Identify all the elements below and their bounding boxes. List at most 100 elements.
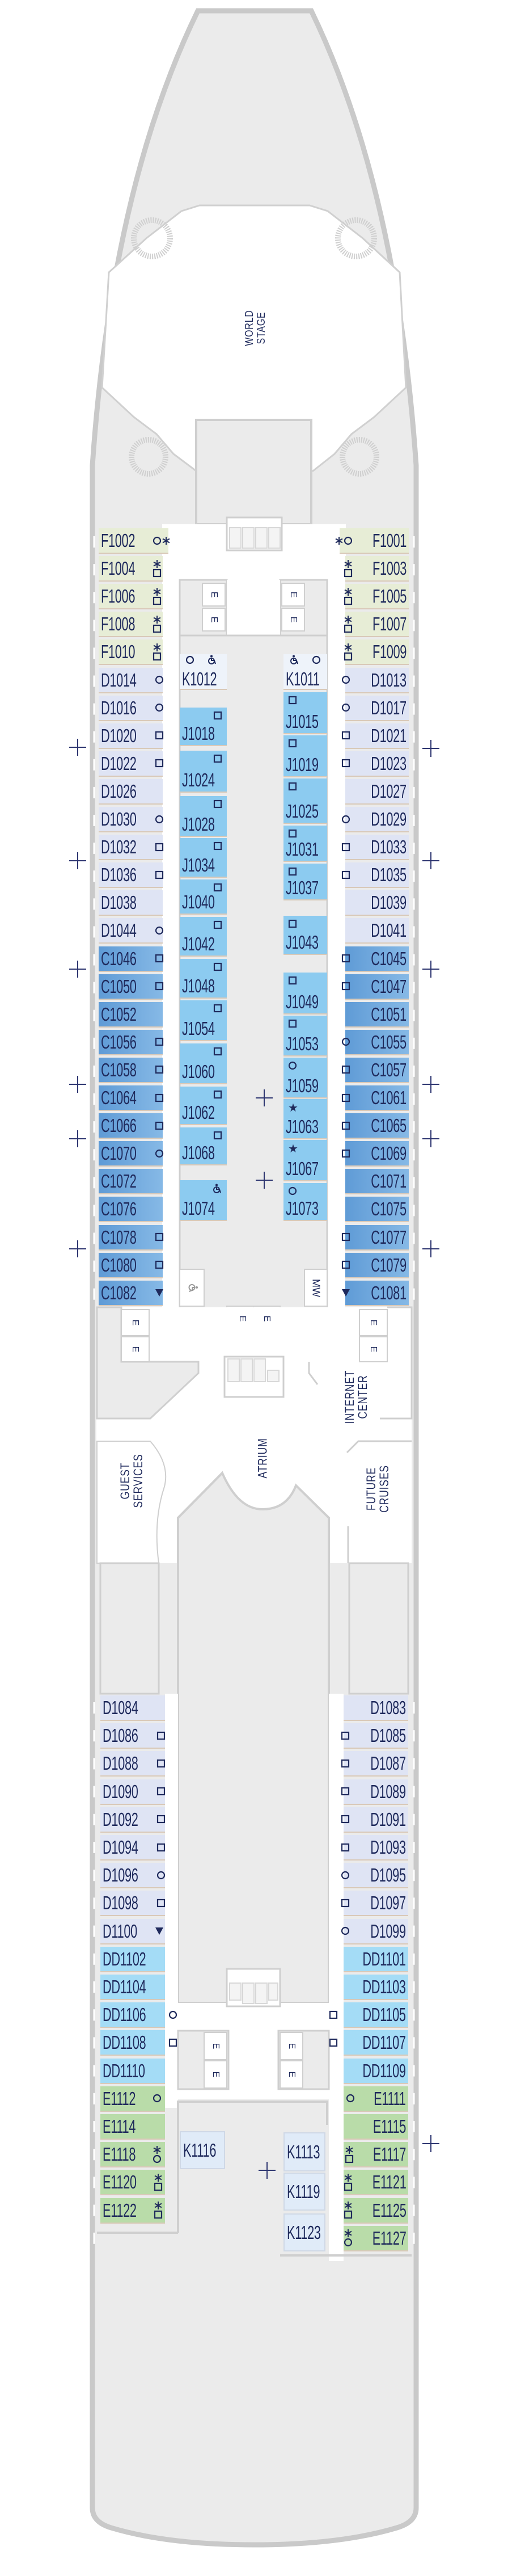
cabin-D1088[interactable]: D1088 xyxy=(100,1751,165,1777)
cabin-C1069[interactable]: C1069 xyxy=(342,1141,409,1167)
cabin-C1080[interactable]: C1080 xyxy=(99,1252,163,1278)
cabin-DD1107[interactable]: DD1107 xyxy=(329,2030,408,2056)
cabin-C1070[interactable]: C1070 xyxy=(99,1141,163,1167)
cabin-E1120[interactable]: E1120 xyxy=(100,2170,165,2196)
cabin-C1046[interactable]: C1046 xyxy=(99,946,163,972)
cabin-DD1103[interactable]: DD1103 xyxy=(344,1975,408,2000)
cabin-J1054[interactable]: J1054 xyxy=(180,1000,227,1041)
cabin-D1089[interactable]: D1089 xyxy=(341,1779,408,1805)
cabin-K1119[interactable]: K1119 xyxy=(283,2173,325,2211)
cabin-J1040[interactable]: J1040 xyxy=(180,879,227,915)
cabin-E1125[interactable]: E1125 xyxy=(344,2198,408,2224)
cabin-DD1101[interactable]: DD1101 xyxy=(344,1946,408,1972)
cabin-F1009[interactable]: F1009 xyxy=(344,639,409,666)
cabin-DD1110[interactable]: DD1110 xyxy=(100,2058,165,2084)
cabin-J1049[interactable]: J1049 xyxy=(283,973,327,1015)
cabin-F1006[interactable]: F1006 xyxy=(99,584,163,610)
cabin-DD1102[interactable]: DD1102 xyxy=(100,1946,165,1972)
cabin-D1027[interactable]: D1027 xyxy=(345,778,409,805)
cabin-D1026[interactable]: D1026 xyxy=(99,778,163,805)
cabin-J1063[interactable]: ★J1063 xyxy=(283,1099,327,1139)
cabin-DD1105[interactable]: DD1105 xyxy=(329,2002,408,2028)
cabin-D1097[interactable]: D1097 xyxy=(341,1891,408,1917)
cabin-D1083[interactable]: D1083 xyxy=(344,1695,408,1721)
cabin-C1057[interactable]: C1057 xyxy=(342,1057,409,1083)
cabin-D1085[interactable]: D1085 xyxy=(341,1723,408,1749)
cabin-D1032[interactable]: D1032 xyxy=(99,835,163,861)
cabin-J1037[interactable]: J1037 xyxy=(283,864,327,900)
cabin-J1018[interactable]: J1018 xyxy=(180,708,227,746)
cabin-E1115[interactable]: E1115 xyxy=(344,2114,408,2140)
cabin-F1010[interactable]: F1010 xyxy=(99,639,163,666)
cabin-J1067[interactable]: ★J1067 xyxy=(283,1140,327,1181)
cabin-F1004[interactable]: F1004 xyxy=(99,556,163,582)
cabin-F1008[interactable]: F1008 xyxy=(99,612,163,638)
cabin-C1071[interactable]: C1071 xyxy=(345,1169,409,1195)
cabin-C1082[interactable]: C1082 xyxy=(99,1280,163,1306)
cabin-K1113[interactable]: K1113 xyxy=(283,2132,325,2171)
cabin-J1042[interactable]: J1042 xyxy=(180,917,227,957)
cabin-D1087[interactable]: D1087 xyxy=(341,1751,408,1777)
cabin-DD1106[interactable]: DD1106 xyxy=(100,2002,177,2028)
cabin-C1079[interactable]: C1079 xyxy=(342,1252,409,1278)
cabin-F1007[interactable]: F1007 xyxy=(344,612,409,638)
cabin-DD1108[interactable]: DD1108 xyxy=(100,2030,177,2056)
cabin-F1002[interactable]: F1002 xyxy=(99,528,170,554)
cabin-D1023[interactable]: D1023 xyxy=(342,751,409,777)
cabin-E1111[interactable]: E1111 xyxy=(344,2086,408,2112)
cabin-K1116[interactable]: K1116 xyxy=(180,2131,225,2169)
cabin-C1075[interactable]: C1075 xyxy=(345,1197,409,1223)
cabin-D1029[interactable]: D1029 xyxy=(342,807,409,832)
cabin-D1044[interactable]: D1044 xyxy=(99,918,163,944)
cabin-D1094[interactable]: D1094 xyxy=(100,1835,165,1861)
cabin-K1011[interactable]: K1011 xyxy=(283,654,327,690)
cabin-J1024[interactable]: J1024 xyxy=(180,751,227,793)
cabin-D1020[interactable]: D1020 xyxy=(99,723,163,749)
cabin-D1084[interactable]: D1084 xyxy=(100,1695,165,1721)
cabin-C1077[interactable]: C1077 xyxy=(342,1224,409,1251)
cabin-C1081[interactable]: C1081 xyxy=(342,1280,409,1306)
cabin-D1098[interactable]: D1098 xyxy=(100,1891,165,1917)
cabin-D1035[interactable]: D1035 xyxy=(342,862,409,889)
cabin-D1100[interactable]: D1100 xyxy=(100,1918,165,1944)
cabin-E1112[interactable]: E1112 xyxy=(100,2086,165,2112)
cabin-E1118[interactable]: E1118 xyxy=(100,2142,165,2168)
cabin-J1073[interactable]: J1073 xyxy=(283,1183,327,1221)
cabin-J1031[interactable]: J1031 xyxy=(283,826,327,862)
cabin-J1028[interactable]: J1028 xyxy=(180,796,227,837)
cabin-C1045[interactable]: C1045 xyxy=(342,946,409,972)
cabin-C1066[interactable]: C1066 xyxy=(99,1113,163,1139)
cabin-E1114[interactable]: E1114 xyxy=(100,2114,165,2140)
cabin-D1091[interactable]: D1091 xyxy=(341,1807,408,1833)
cabin-J1015[interactable]: J1015 xyxy=(283,692,327,734)
cabin-J1043[interactable]: J1043 xyxy=(283,916,327,955)
cabin-D1016[interactable]: D1016 xyxy=(99,695,163,721)
cabin-J1074[interactable]: J1074 xyxy=(180,1180,227,1221)
cabin-D1036[interactable]: D1036 xyxy=(99,862,163,889)
cabin-K1012[interactable]: K1012 xyxy=(180,654,227,690)
cabin-C1056[interactable]: C1056 xyxy=(99,1029,163,1055)
cabin-D1017[interactable]: D1017 xyxy=(342,695,409,721)
cabin-J1034[interactable]: J1034 xyxy=(180,838,227,878)
cabin-J1062[interactable]: J1062 xyxy=(180,1087,227,1125)
cabin-D1014[interactable]: D1014 xyxy=(99,667,163,693)
cabin-C1051[interactable]: C1051 xyxy=(345,1001,409,1028)
cabin-F1001[interactable]: F1001 xyxy=(335,528,409,554)
cabin-C1050[interactable]: C1050 xyxy=(99,974,163,1000)
cabin-D1022[interactable]: D1022 xyxy=(99,751,163,777)
cabin-F1005[interactable]: F1005 xyxy=(344,584,409,610)
cabin-J1068[interactable]: J1068 xyxy=(180,1127,227,1165)
cabin-D1013[interactable]: D1013 xyxy=(342,667,409,693)
cabin-J1048[interactable]: J1048 xyxy=(180,959,227,999)
cabin-D1038[interactable]: D1038 xyxy=(99,890,163,916)
cabin-D1096[interactable]: D1096 xyxy=(100,1863,165,1889)
cabin-DD1104[interactable]: DD1104 xyxy=(100,1975,165,2000)
cabin-C1055[interactable]: C1055 xyxy=(342,1029,409,1055)
cabin-E1122[interactable]: E1122 xyxy=(100,2198,165,2224)
cabin-C1065[interactable]: C1065 xyxy=(342,1113,409,1139)
cabin-D1030[interactable]: D1030 xyxy=(99,807,163,832)
cabin-D1090[interactable]: D1090 xyxy=(100,1779,165,1805)
cabin-C1058[interactable]: C1058 xyxy=(99,1057,163,1083)
cabin-DD1109[interactable]: DD1109 xyxy=(344,2058,408,2084)
cabin-E1117[interactable]: E1117 xyxy=(344,2142,408,2168)
